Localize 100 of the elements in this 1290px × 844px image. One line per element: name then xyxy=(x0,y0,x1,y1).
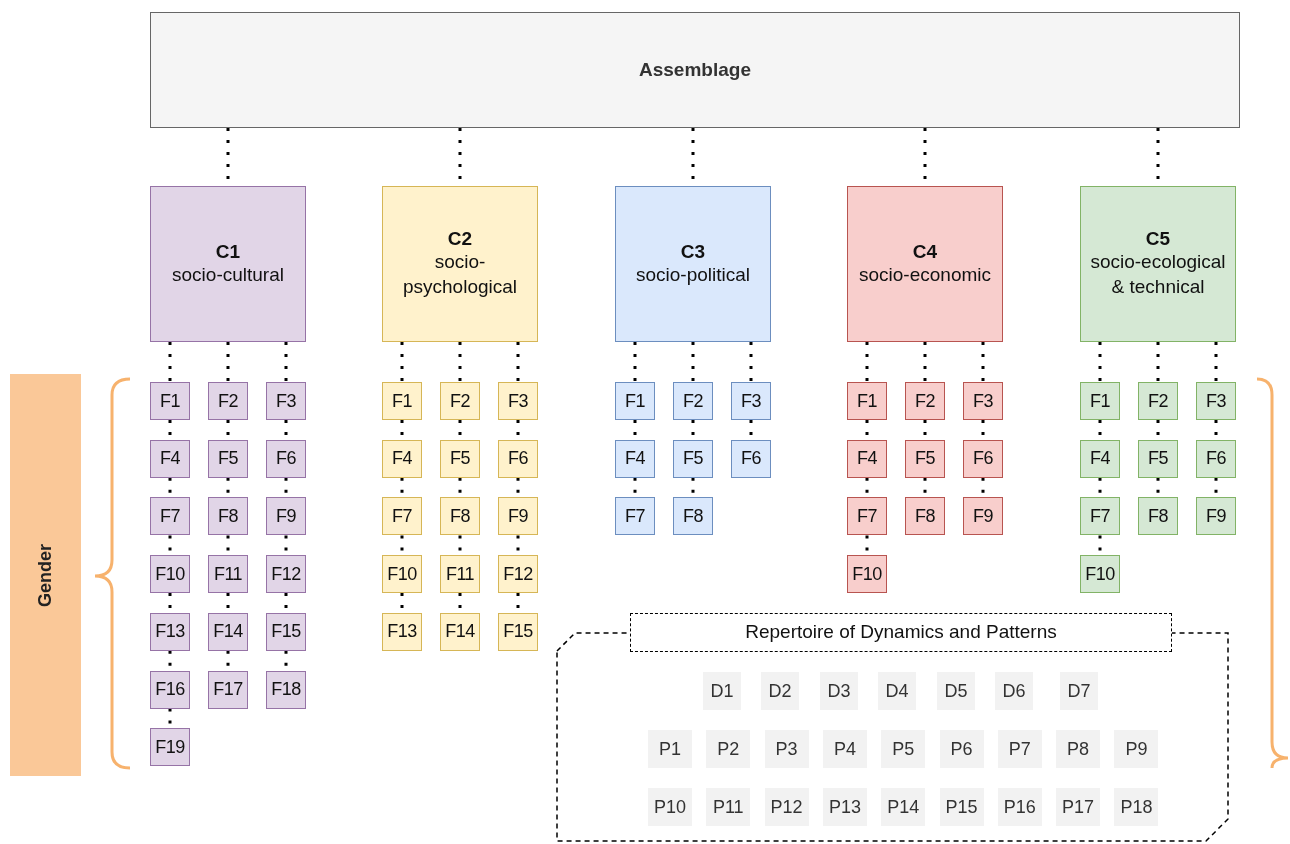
assemblage-box xyxy=(150,12,1240,128)
dotted-connector xyxy=(458,342,462,382)
dotted-connector xyxy=(168,342,172,382)
factor-box: F10 xyxy=(847,555,887,594)
dotted-connector xyxy=(691,342,695,382)
factor-box: F2 xyxy=(440,382,480,420)
factor-box: F2 xyxy=(208,382,248,420)
category-box xyxy=(615,186,771,342)
pattern-tile: D3 xyxy=(820,672,858,710)
factor-box: F19 xyxy=(150,728,190,767)
factor-box: F5 xyxy=(673,439,713,478)
factor-box: F6 xyxy=(498,439,538,478)
factor-box: F18 xyxy=(266,670,306,709)
pattern-tile: P13 xyxy=(822,788,867,826)
factor-box: F9 xyxy=(498,497,538,536)
category-box xyxy=(847,186,1003,342)
category-box xyxy=(382,186,538,342)
category-code: C1 xyxy=(215,240,241,263)
factor-box: F7 xyxy=(615,497,655,536)
category-code: C5 xyxy=(1145,228,1171,251)
factor-box: F3 xyxy=(266,382,306,420)
dotted-connector xyxy=(400,342,404,382)
factor-box: F8 xyxy=(440,497,480,536)
factor-box: F2 xyxy=(905,382,945,420)
category-name: socio-ecological & technical xyxy=(1089,250,1227,299)
pattern-tile: D1 xyxy=(703,672,741,710)
factor-box: F3 xyxy=(498,382,538,420)
heading-box: Repertoire of Dynamics and Patterns xyxy=(630,613,1172,652)
factor-box: F5 xyxy=(208,439,248,478)
factor-box: F15 xyxy=(266,612,306,651)
pattern-tile: D4 xyxy=(878,672,916,710)
factor-box: F10 xyxy=(1080,555,1120,594)
pattern-tile: P16 xyxy=(997,788,1042,826)
factor-box: F6 xyxy=(963,439,1003,478)
factor-box: F1 xyxy=(847,382,887,420)
factor-box: F2 xyxy=(673,382,713,420)
pattern-tile: P12 xyxy=(764,788,809,826)
factor-box: F4 xyxy=(382,439,422,478)
dotted-connector xyxy=(1098,342,1102,382)
pattern-tile: P4 xyxy=(822,730,867,768)
factor-box: F1 xyxy=(382,382,422,420)
pattern-tile: P3 xyxy=(764,730,809,768)
pattern-tile: P7 xyxy=(997,730,1042,768)
box-title: Assemblage xyxy=(639,59,751,81)
dotted-connector xyxy=(865,342,869,382)
factor-box: F12 xyxy=(266,555,306,594)
pattern-tile: P14 xyxy=(881,788,926,826)
category-name: socio-cultural xyxy=(172,262,284,287)
factor-box: F11 xyxy=(208,555,248,594)
pattern-tile: P8 xyxy=(1056,730,1101,768)
factor-box: F5 xyxy=(440,439,480,478)
factor-box: F4 xyxy=(847,439,887,478)
factor-box: F6 xyxy=(731,439,771,478)
factor-box: F13 xyxy=(150,612,190,651)
pattern-tile: P5 xyxy=(881,730,926,768)
factor-box: F1 xyxy=(150,382,190,420)
factor-box: F11 xyxy=(440,555,480,594)
pattern-tile: D2 xyxy=(761,672,799,710)
factor-box: F7 xyxy=(150,497,190,536)
factor-box: F16 xyxy=(150,670,190,709)
dotted-connector xyxy=(1156,342,1160,382)
category-box xyxy=(1080,186,1236,342)
factor-box: F7 xyxy=(847,497,887,536)
factor-box: F10 xyxy=(150,555,190,594)
factor-box: F7 xyxy=(382,497,422,536)
pattern-tile: P9 xyxy=(1114,730,1159,768)
factor-box: F5 xyxy=(1138,439,1178,478)
dotted-connector xyxy=(284,342,288,382)
pattern-tile: P18 xyxy=(1114,788,1159,826)
category-name: socio-political xyxy=(635,262,750,287)
factor-box: F6 xyxy=(266,439,306,478)
factor-box: F3 xyxy=(731,382,771,420)
band-label: Gender xyxy=(35,543,56,607)
dotted-connector xyxy=(1214,342,1218,382)
repertoire-container xyxy=(556,613,1230,842)
factor-box: F2 xyxy=(1138,382,1178,420)
pattern-tile: P15 xyxy=(939,788,984,826)
category-code: C4 xyxy=(912,240,938,263)
category-code: C3 xyxy=(680,240,706,263)
category-code: C2 xyxy=(447,228,473,251)
factor-box: F4 xyxy=(1080,439,1120,478)
pattern-tile: D6 xyxy=(995,672,1033,710)
category-box xyxy=(150,186,306,342)
dotted-connector xyxy=(749,342,753,382)
category-name: socio-psychological xyxy=(401,250,519,299)
factor-box: F12 xyxy=(498,555,538,594)
pattern-tile: P2 xyxy=(706,730,751,768)
dotted-connector xyxy=(633,342,637,382)
factor-box: F13 xyxy=(382,612,422,651)
factor-box: F8 xyxy=(905,497,945,536)
factor-box: F8 xyxy=(208,497,248,536)
factor-box: F1 xyxy=(1080,382,1120,420)
factor-box: F6 xyxy=(1196,439,1236,478)
dotted-connector xyxy=(923,342,927,382)
factor-box: F3 xyxy=(963,382,1003,420)
dotted-connector xyxy=(226,342,230,382)
factor-box: F8 xyxy=(673,497,713,536)
factor-box: F1 xyxy=(615,382,655,420)
factor-box: F9 xyxy=(1196,497,1236,536)
factor-box: F8 xyxy=(1138,497,1178,536)
